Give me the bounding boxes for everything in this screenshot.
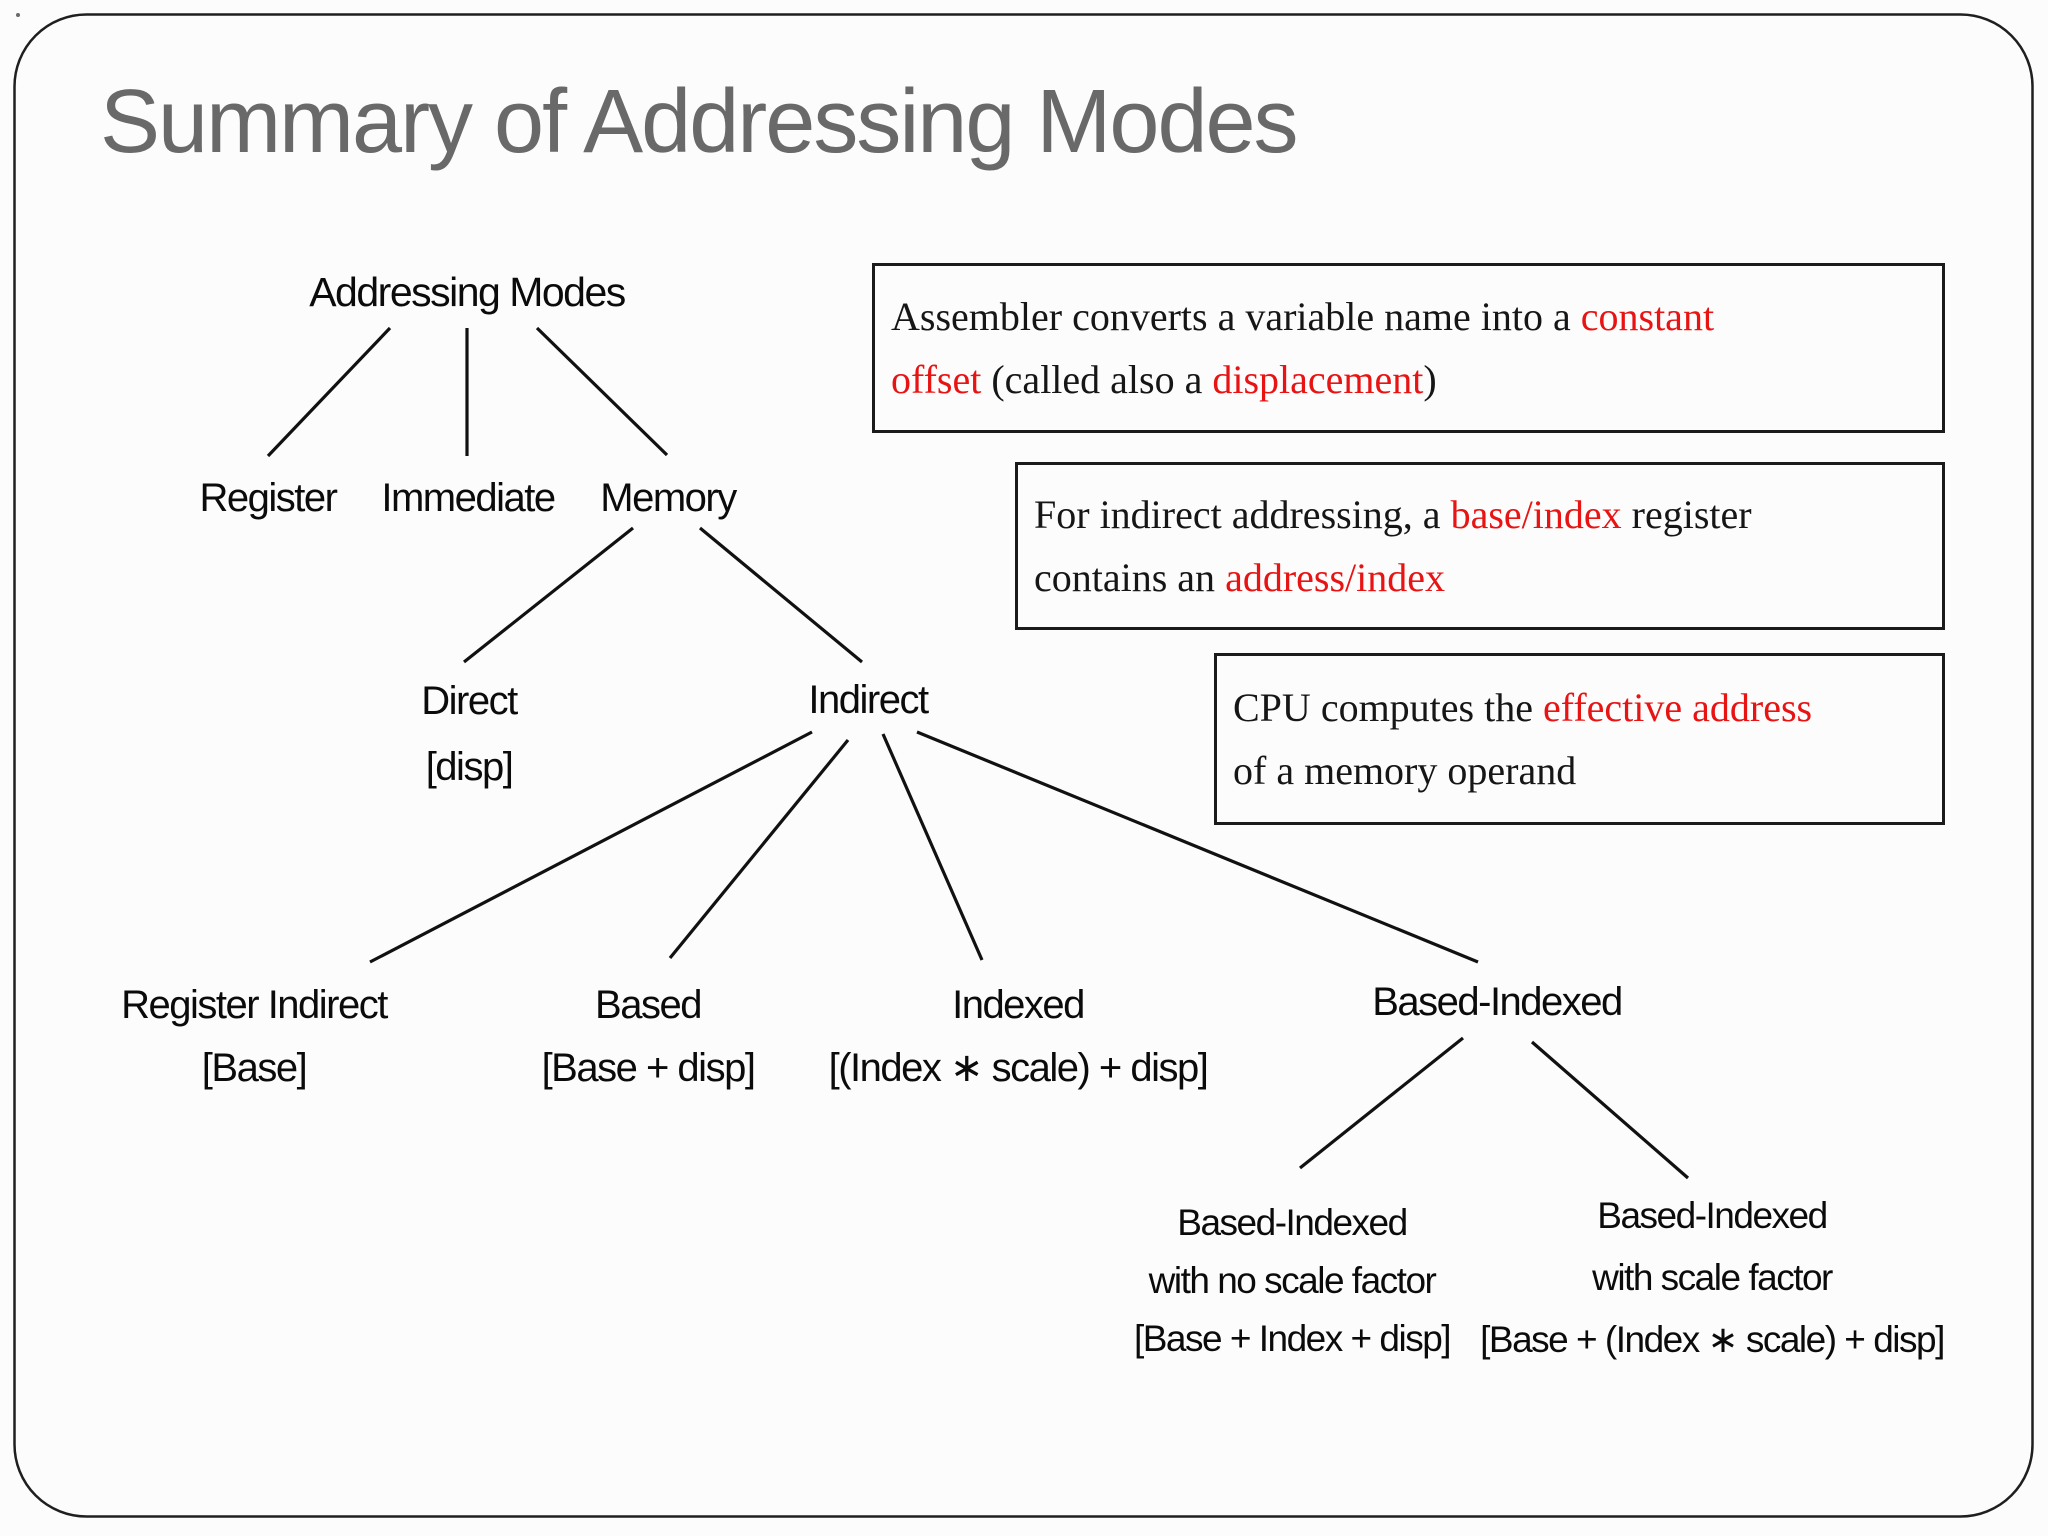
tree-node-label: [disp] (425, 745, 514, 789)
note-line: offset (called also a displacement) (891, 348, 1928, 411)
tree-node-label: [(Index ∗ scale) + disp] (828, 1046, 1209, 1090)
tree-node-indexed: Indexed [(Index ∗ scale) + disp] (828, 974, 1209, 1100)
note-text: contains an (1034, 555, 1226, 600)
tree-node-label: Direct (421, 679, 518, 723)
corner-speck (16, 13, 20, 17)
tree-node-memory: Memory (600, 466, 737, 530)
note-text: (called also a (981, 357, 1213, 402)
note-base-index: For indirect addressing, a base/index re… (1015, 462, 1945, 630)
tree-node-label: Memory (600, 476, 737, 520)
highlight-term: base/index (1450, 492, 1622, 537)
note-line: Assembler converts a variable name into … (891, 285, 1928, 348)
note-text: Assembler converts a variable name into … (891, 294, 1581, 339)
tree-node-label: Indexed (952, 983, 1085, 1027)
tree-node-based-indexed: Based-Indexed (1372, 971, 1623, 1034)
tree-node-label: Based-Indexed (1372, 980, 1623, 1024)
highlight-term: constant (1580, 294, 1715, 339)
tree-node-label: Indirect (808, 678, 929, 722)
note-text: For indirect addressing, a (1034, 492, 1451, 537)
slide-border (13, 13, 2034, 1518)
page-title: Summary of Addressing Modes (100, 72, 1299, 172)
tree-node-label: Based-Indexed (1177, 1202, 1408, 1243)
tree-node-label: [Base + Index + disp] (1133, 1318, 1452, 1359)
tree-node-based: Based [Base + disp] (541, 974, 756, 1100)
tree-node-label: Based-Indexed (1597, 1195, 1828, 1236)
note-text: CPU computes the (1233, 685, 1543, 730)
tree-node-label: Addressing Modes (309, 269, 626, 315)
note-line: contains an address/index (1034, 546, 1928, 609)
highlight-term: displacement (1212, 357, 1424, 402)
tree-node-immediate: Immediate (381, 466, 556, 530)
tree-node-register-indirect: Register Indirect [Base] (121, 974, 388, 1100)
note-effective-address: CPU computes the effective address of a m… (1214, 653, 1945, 825)
tree-node-label: Immediate (381, 476, 556, 520)
note-text: of a memory operand (1233, 748, 1577, 793)
tree-node-addressing-modes: Addressing Modes (309, 260, 626, 324)
tree-node-label: [Base + (Index ∗ scale) + disp] (1480, 1319, 1945, 1360)
note-displacement: Assembler converts a variable name into … (872, 263, 1945, 433)
tree-node-indirect: Indirect (808, 668, 929, 732)
tree-node-label: [Base] (201, 1046, 308, 1090)
tree-node-label: Based (595, 983, 702, 1027)
tree-node-register: Register (199, 466, 338, 530)
tree-node-label: with no scale factor (1148, 1260, 1437, 1301)
tree-node-label: Register (199, 476, 338, 520)
tree-node-label: [Base + disp] (541, 1046, 756, 1090)
highlight-term: effective address (1542, 685, 1813, 730)
tree-node-label: Register Indirect (121, 983, 388, 1027)
note-text: ) (1423, 357, 1437, 402)
note-line: of a memory operand (1233, 739, 1928, 802)
tree-node-label: with scale factor (1592, 1257, 1833, 1298)
note-text: register (1621, 492, 1752, 537)
tree-node-direct: Direct [disp] (421, 668, 518, 800)
tree-node-based-indexed-no-scale: Based-Indexed with no scale factor [Base +… (1133, 1194, 1452, 1368)
note-line: CPU computes the effective address (1233, 676, 1928, 739)
tree-node-based-indexed-with-scale: Based-Indexed with scale factor [Base + (I… (1480, 1185, 1945, 1371)
note-line: For indirect addressing, a base/index re… (1034, 483, 1928, 546)
highlight-term: address/index (1225, 555, 1446, 600)
highlight-term: offset (891, 357, 982, 402)
